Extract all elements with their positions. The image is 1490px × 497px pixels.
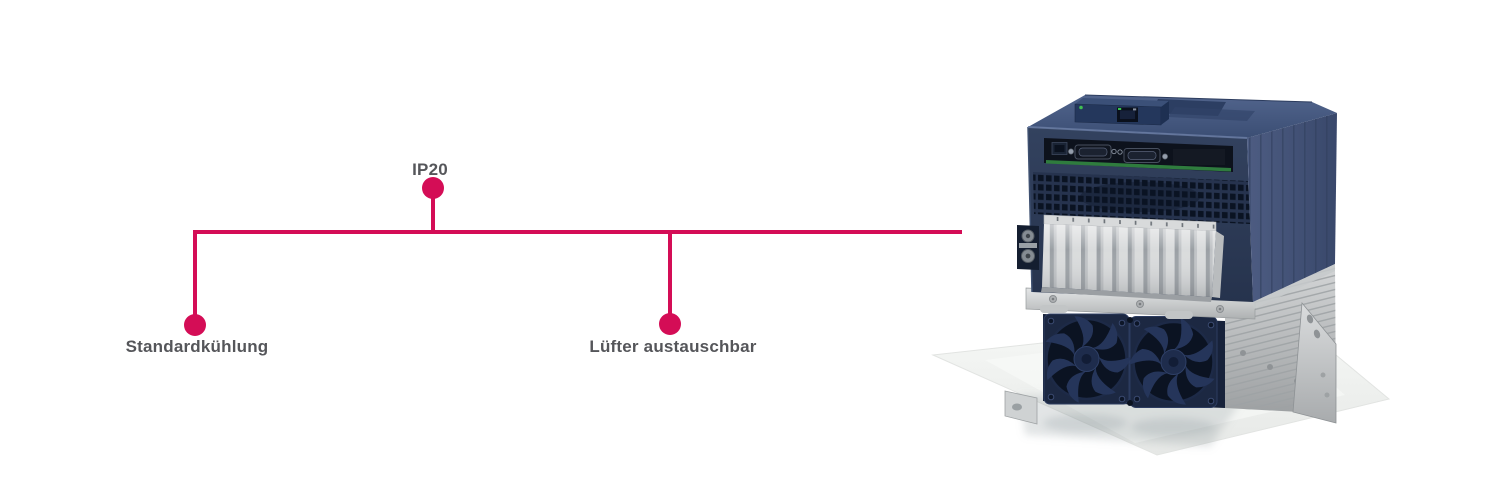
mounting-bracket [1292, 301, 1337, 424]
callout-stem-fan-replaceable [668, 232, 672, 317]
side-screw-terminals [1017, 225, 1039, 270]
callout-label-ip20: IP20 [412, 160, 448, 179]
callout-label-standard-cooling: Standardkühlung [125, 337, 269, 356]
callout-connector-line [193, 230, 962, 234]
callout-dot-standard-cooling [184, 314, 206, 336]
product-image [931, 94, 1391, 456]
callout-dot-fan-replaceable [659, 313, 681, 335]
callout-label-fan-replaceable: Lüfter austauschbar [589, 337, 757, 356]
io-connector-panel [1044, 138, 1233, 172]
cooling-fans [1043, 312, 1225, 409]
left-foot-bracket [1004, 390, 1038, 425]
ethernet-port [1074, 98, 1169, 126]
callout-stem-ip20 [431, 190, 435, 234]
terminal-block [1041, 214, 1224, 302]
callout-dot-ip20 [422, 177, 444, 199]
callout-stem-standard-cooling [193, 232, 197, 320]
vent-grille [1033, 172, 1250, 224]
